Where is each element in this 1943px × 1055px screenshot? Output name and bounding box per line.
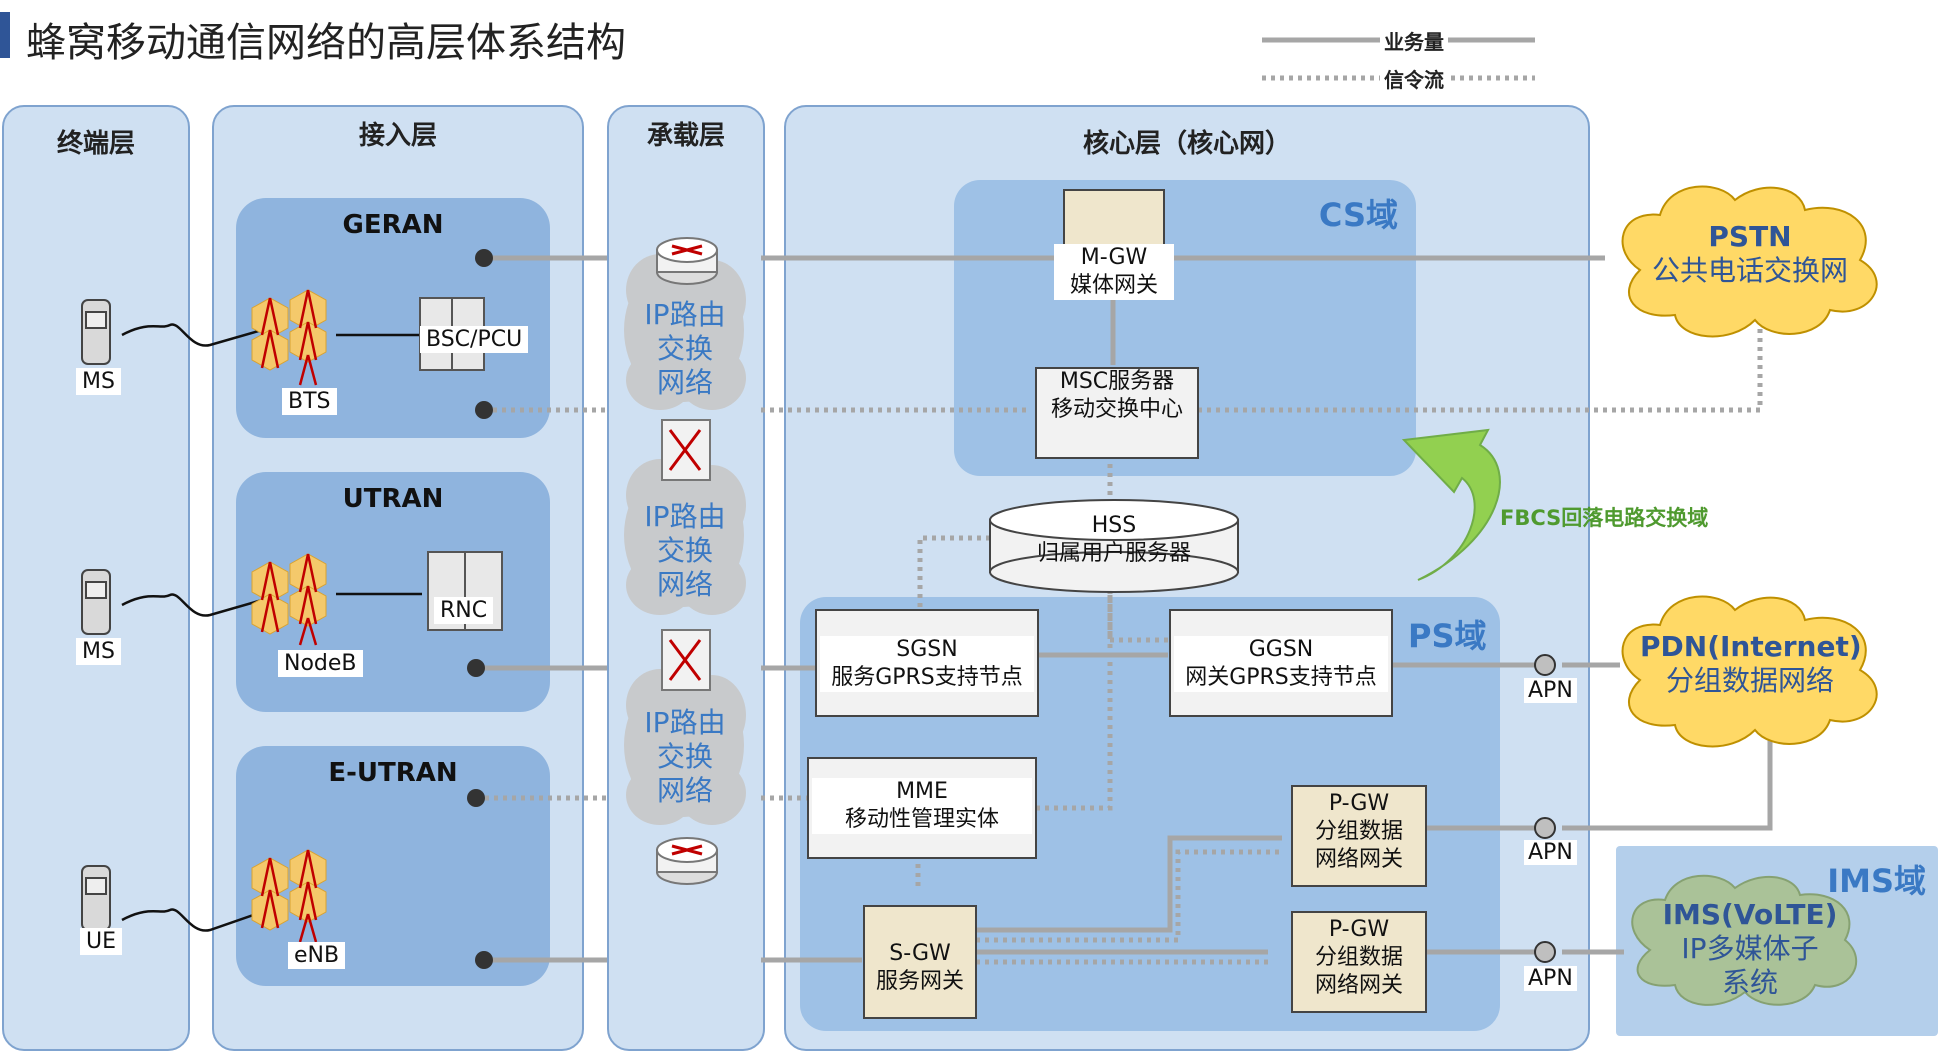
mme-line1: MME [896, 779, 948, 804]
pgw1-line3: 网络网关 [1314, 847, 1403, 872]
ip-cloud-1-line1: IP路由 [644, 298, 726, 331]
ims-subtitle-2: 系统 [1721, 966, 1778, 999]
sgsn-line1: SGSN [896, 637, 958, 662]
ip-cloud-2-label: IP路由 交换 网络 [630, 500, 740, 602]
pgw1-label: P-GW 分组数据 网络网关 [1298, 790, 1420, 874]
ggsn-line1: GGSN [1248, 637, 1314, 662]
ip-cloud-1-label: IP路由 交换 网络 [630, 298, 740, 400]
apn-label-pgw1: APN [1524, 840, 1577, 865]
msc-label: MSC服务器 移动交换中心 [1040, 368, 1194, 424]
hss-line1: HSS [1091, 513, 1137, 538]
pgw2-line3: 网络网关 [1314, 973, 1403, 998]
cs-domain-label: CS域 [1318, 196, 1398, 234]
ip-cloud-2-line3: 网络 [656, 568, 713, 601]
geran-title: GERAN [342, 210, 444, 240]
ggsn-label: GGSN 网关GPRS支持节点 [1174, 636, 1388, 692]
bts-label: BTS [282, 388, 337, 415]
pgw2-line1: P-GW [1328, 917, 1390, 942]
pgw2-label: P-GW 分组数据 网络网关 [1298, 916, 1420, 1000]
ms-terminal-geran: MS [76, 368, 121, 395]
mgw-label: M-GW 媒体网关 [1054, 244, 1174, 300]
legend-traffic-label: 业务量 [1380, 26, 1448, 55]
msc-line2: 移动交换中心 [1050, 397, 1183, 422]
ip-cloud-3-line2: 交换 [656, 740, 713, 773]
hss-line2: 归属用户服务器 [1036, 541, 1191, 566]
apn-label-ims: APN [1524, 966, 1577, 991]
pstn-subtitle: 公共电话交换网 [1651, 254, 1848, 287]
rnc-label: RNC [434, 597, 494, 624]
pgw2-line2: 分组数据 [1314, 945, 1403, 970]
ip-cloud-1-line2: 交换 [656, 332, 713, 365]
sgsn-line2: 服务GPRS支持节点 [831, 665, 1023, 690]
ims-subtitle-1: IP多媒体子 [1681, 932, 1819, 965]
apn-label-pdn: APN [1524, 678, 1577, 703]
bsc-pcu-label: BSC/PCU [420, 326, 529, 353]
ue-terminal: UE [80, 928, 123, 955]
mgw-line2: 媒体网关 [1069, 273, 1158, 298]
ip-cloud-2-line1: IP路由 [644, 500, 726, 533]
page-title: 蜂窝移动通信网络的高层体系结构 [26, 20, 626, 66]
pdn-cloud-label: PDN(Internet) 分组数据网络 [1640, 630, 1862, 698]
utran-title: UTRAN [342, 484, 444, 514]
ip-cloud-3-line1: IP路由 [644, 706, 726, 739]
enb-label: eNB [288, 942, 346, 969]
ims-title: IMS(VoLTE) [1662, 898, 1838, 931]
ggsn-line2: 网关GPRS支持节点 [1185, 665, 1377, 690]
pgw1-line1: P-GW [1328, 791, 1390, 816]
ip-cloud-1-line3: 网络 [656, 366, 713, 399]
legend-signaling-label: 信令流 [1380, 64, 1448, 93]
nodeb-label: NodeB [278, 650, 363, 677]
msc-line1: MSC服务器 [1059, 369, 1175, 394]
hss-label: HSS 归属用户服务器 [1000, 512, 1228, 568]
bearer-layer-title: 承载层 [646, 121, 725, 151]
sgsn-label: SGSN 服务GPRS支持节点 [820, 636, 1034, 692]
pdn-subtitle: 分组数据网络 [1665, 664, 1834, 697]
terminal-layer-title: 终端层 [56, 129, 135, 159]
title-accent-bar [0, 12, 10, 58]
ip-cloud-3-line3: 网络 [656, 774, 713, 807]
eutran-title: E-UTRAN [328, 758, 458, 788]
ims-cloud-label: IMS(VoLTE) IP多媒体子 系统 [1650, 898, 1850, 1000]
ps-domain-label: PS域 [1408, 617, 1487, 655]
access-layer-title: 接入层 [358, 121, 437, 151]
sgw-label: S-GW 服务网关 [866, 940, 974, 996]
mgw-line1: M-GW [1080, 245, 1148, 270]
ms-terminal-utran: MS [76, 638, 121, 665]
core-layer-title: 核心层（核心网） [1082, 129, 1291, 159]
pstn-title: PSTN [1708, 220, 1792, 253]
fbcs-fallback-label: FBCS回落电路交换域 [1500, 506, 1709, 530]
pdn-title: PDN(Internet) [1640, 630, 1862, 663]
sgw-line2: 服务网关 [875, 969, 964, 994]
mme-label: MME 移动性管理实体 [812, 778, 1032, 834]
pgw1-line2: 分组数据 [1314, 819, 1403, 844]
legend: 业务量 信令流 [1260, 18, 1560, 94]
pstn-cloud-label: PSTN 公共电话交换网 [1640, 220, 1860, 288]
ip-cloud-3-label: IP路由 交换 网络 [630, 706, 740, 808]
ip-cloud-2-line2: 交换 [656, 534, 713, 567]
sgw-line1: S-GW [889, 941, 951, 966]
ims-domain-label: IMS域 [1827, 862, 1926, 900]
mme-line2: 移动性管理实体 [844, 807, 999, 832]
